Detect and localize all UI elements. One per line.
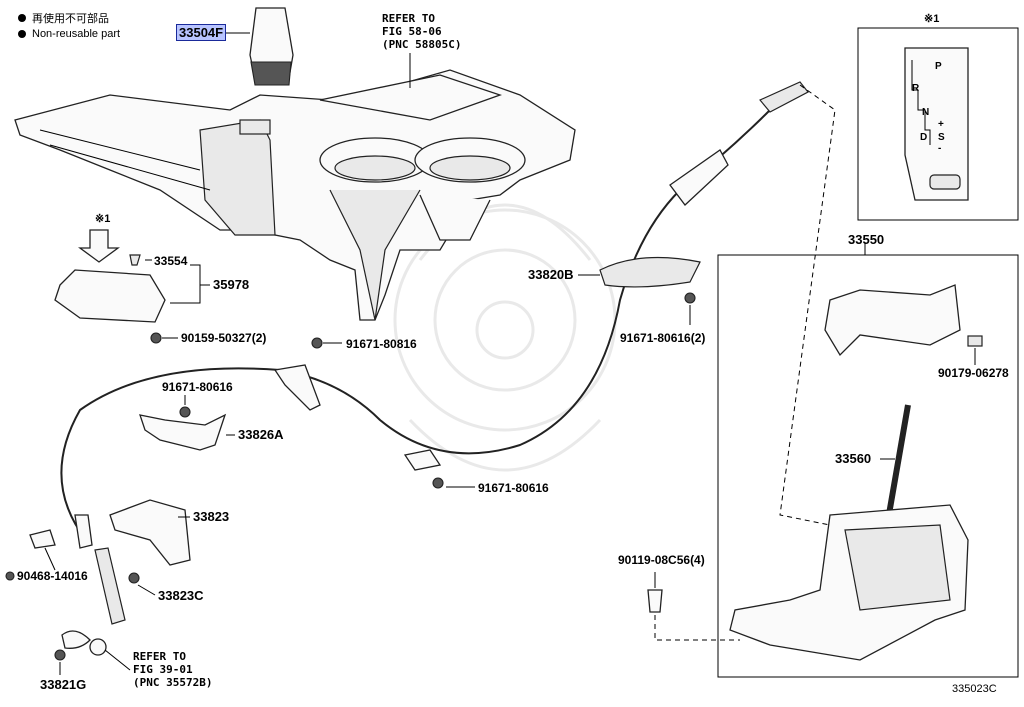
part-90119-label[interactable]: 90119-08C56(4): [618, 553, 705, 567]
part-33820B-label[interactable]: 33820B: [528, 267, 574, 282]
gate-R: R: [912, 83, 920, 94]
part-90159-label[interactable]: 90159-50327(2): [181, 331, 267, 345]
part-33504F-link[interactable]: 33504F: [176, 24, 227, 41]
bezel-35978: [54, 269, 166, 323]
bracket-33823: [109, 499, 191, 566]
refer-top-line2: FIG 58-06: [382, 25, 442, 38]
figure-code: 335023C: [952, 683, 997, 695]
shift-knob: [249, 7, 294, 86]
legend-dot-icon: [18, 14, 26, 22]
legend-jp: 再使用不可部品: [18, 10, 109, 26]
legend-dot-icon: [18, 30, 26, 38]
grommet-33820B: [599, 256, 701, 288]
gate-P: P: [935, 61, 942, 72]
part-33821G-label[interactable]: 33821G: [40, 677, 87, 692]
refer-bottom-line1: REFER TO: [133, 650, 186, 663]
refer-bottom-line2: FIG 39-01: [133, 663, 193, 676]
gate-plus: +: [938, 119, 944, 130]
refer-top-line3: (PNC 58805C): [382, 38, 462, 51]
shifter-assembly-box: [717, 254, 1019, 678]
part-33826A-label[interactable]: 33826A: [238, 427, 284, 442]
part-91671-80616-b-label[interactable]: 91671-80616: [478, 481, 549, 495]
part-90468-label[interactable]: 90468-14016: [17, 569, 88, 583]
shift-cable: [60, 84, 801, 541]
part-91671-80616-a-label[interactable]: 91671-80616: [162, 380, 233, 394]
refer-top[interactable]: REFER TO FIG 58-06 (PNC 58805C): [382, 12, 461, 51]
gate-detail-box: [857, 27, 1019, 221]
part-33823-label[interactable]: 33823: [193, 509, 230, 524]
shift-lever-rod: [885, 404, 911, 521]
bolt-90159: [150, 332, 162, 344]
refer-bottom[interactable]: REFER TO FIG 39-01 (PNC 35572B): [133, 650, 212, 689]
view-arrow-icon: [78, 229, 120, 263]
gate-D: D: [920, 132, 928, 143]
note-mark-right: ※1: [924, 13, 940, 25]
legend-en-text: Non-reusable part: [32, 28, 121, 40]
part-91671-80816-label[interactable]: 91671-80816: [346, 337, 417, 351]
part-33823C-label[interactable]: 33823C: [158, 588, 204, 603]
refer-bottom-line3: (PNC 35572B): [133, 676, 213, 689]
part-91671-80616-2-label[interactable]: 91671-80616(2): [620, 331, 706, 345]
watermark-emblem: [393, 203, 617, 472]
center-console: [14, 69, 576, 321]
bracket-33826A: [139, 413, 227, 451]
part-33560-label[interactable]: 33560: [835, 451, 872, 466]
gate-minus: -: [938, 143, 942, 154]
part-90179-label[interactable]: 90179-06278: [938, 366, 1009, 380]
gate-N: N: [922, 107, 930, 118]
part-33550-label[interactable]: 33550: [848, 232, 885, 247]
part-33554-label[interactable]: 33554: [154, 254, 188, 268]
note-mark-left: ※1: [95, 213, 111, 225]
part-33504F-label[interactable]: 33504F: [176, 24, 227, 41]
bolt-91671-80816: [311, 337, 323, 349]
part-35978-label[interactable]: 35978: [213, 277, 250, 292]
legend-jp-text: 再使用不可部品: [32, 13, 109, 25]
legend-en: Non-reusable part: [18, 28, 120, 40]
refer-top-line1: REFER TO: [382, 12, 435, 25]
gate-S: S: [938, 132, 945, 143]
indicator-33550: [824, 284, 961, 357]
